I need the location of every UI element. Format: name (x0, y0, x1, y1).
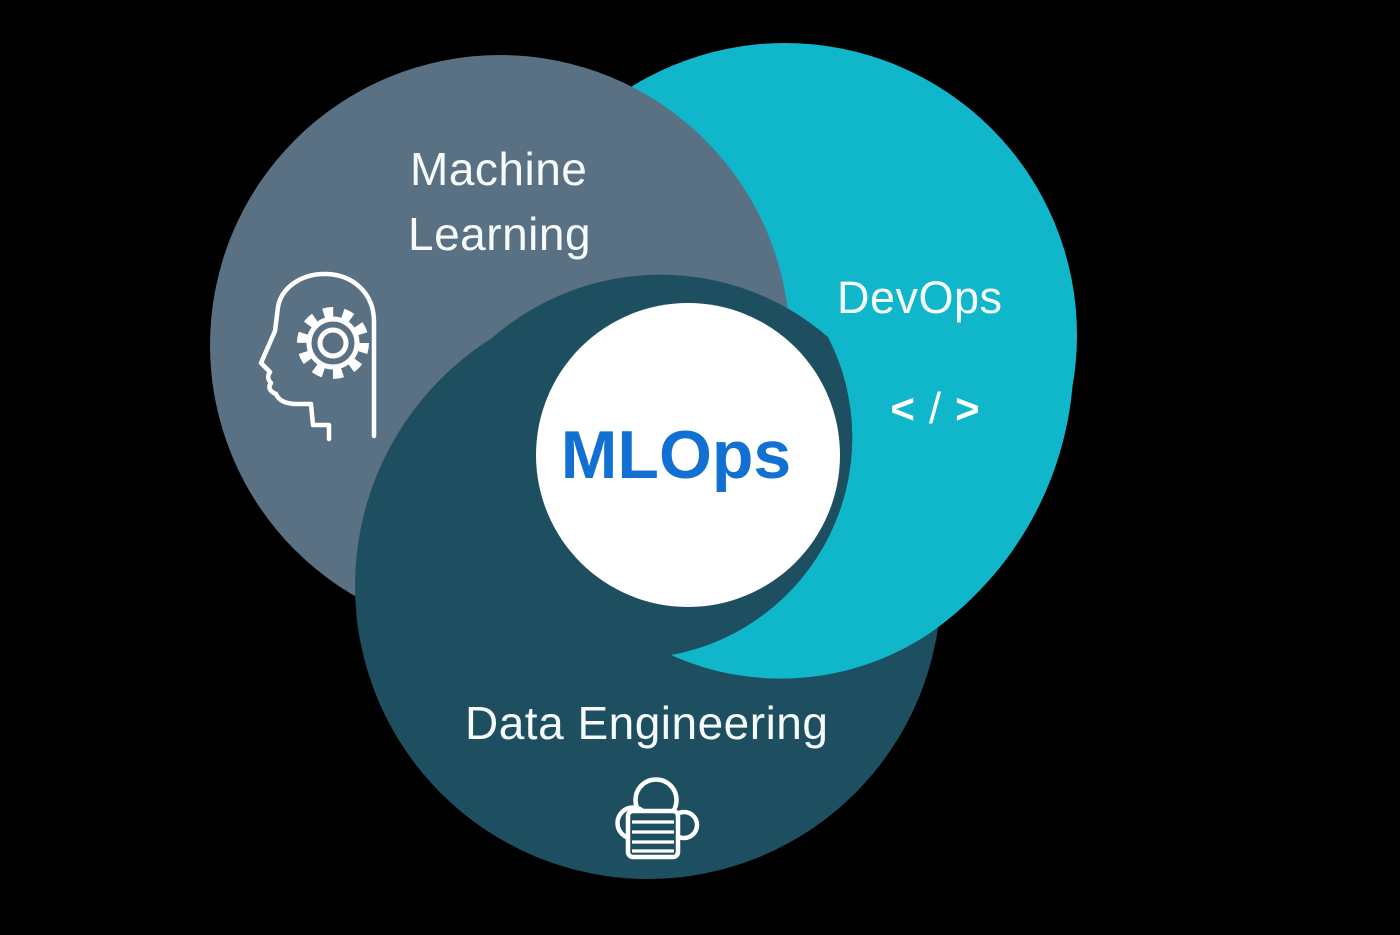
gear-ring (306, 316, 360, 370)
machine-learning-label: Machine Learning (408, 143, 591, 260)
devops-label: DevOps (837, 272, 1003, 323)
code-icon: < / > (890, 384, 981, 433)
devops-crescent (671, 180, 1074, 679)
data-engineering-label: Data Engineering (465, 697, 828, 749)
machine-learning-label-line1: Machine (410, 143, 587, 195)
code-icon-gt: > (955, 385, 982, 432)
database-stripes (632, 820, 674, 853)
cloud-database-icon (615, 777, 700, 860)
mlops-label: MLOps (561, 417, 791, 493)
gear-center-hole (317, 327, 349, 359)
center-circle (536, 303, 840, 607)
gear-teeth (297, 307, 369, 379)
head-outline (258, 271, 377, 442)
machine-learning-label-line2: Learning (408, 208, 591, 260)
code-icon-slash: / (929, 384, 943, 433)
head-gear-icon (258, 271, 377, 442)
code-icon-lt: < (890, 385, 917, 432)
